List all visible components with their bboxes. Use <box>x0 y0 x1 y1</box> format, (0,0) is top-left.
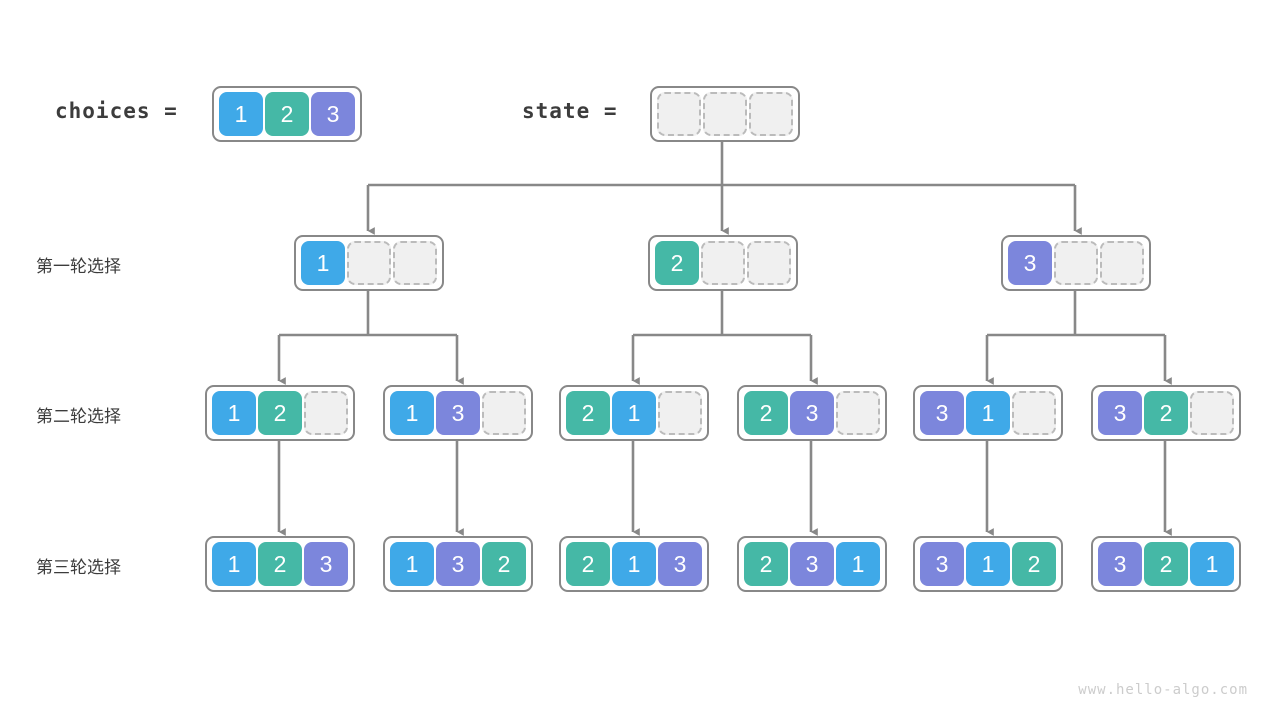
tree-node-round1-2-cell-empty <box>747 241 791 285</box>
row-label-round3: 第三轮选择 <box>36 558 121 577</box>
row-label-round1: 第一轮选择 <box>36 257 121 276</box>
tree-node-round3-5-cell-value-2: 2 <box>1012 542 1056 586</box>
tree-node-round1-1-cell-empty <box>393 241 437 285</box>
tree-node-round1-3: 3 <box>1001 235 1151 291</box>
choices-label: choices = <box>55 99 178 123</box>
tree-node-round3-6-cell-value-1: 1 <box>1190 542 1234 586</box>
tree-node-round2-5-cell-value-3: 3 <box>920 391 964 435</box>
tree-node-round3-6-cell-value-3: 3 <box>1098 542 1142 586</box>
tree-node-round1-3-cell-empty <box>1054 241 1098 285</box>
choices-cell-value-2: 2 <box>265 92 309 136</box>
tree-node-round3-2-cell-value-3: 3 <box>436 542 480 586</box>
state-cell-empty <box>749 92 793 136</box>
tree-node-round3-4-cell-value-2: 2 <box>744 542 788 586</box>
tree-node-round2-6-cell-value-2: 2 <box>1144 391 1188 435</box>
tree-node-round1-1-cell-empty <box>347 241 391 285</box>
watermark: www.hello-algo.com <box>1078 682 1248 698</box>
tree-node-round3-3-cell-value-1: 1 <box>612 542 656 586</box>
tree-node-round2-6-cell-empty <box>1190 391 1234 435</box>
state-label: state = <box>522 99 618 123</box>
tree-node-round2-3-cell-value-1: 1 <box>612 391 656 435</box>
tree-node-round1-3-cell-empty <box>1100 241 1144 285</box>
tree-node-round3-5-cell-value-1: 1 <box>966 542 1010 586</box>
tree-node-round3-1-cell-value-2: 2 <box>258 542 302 586</box>
tree-node-round2-3-cell-empty <box>658 391 702 435</box>
choices-cell-value-1: 1 <box>219 92 263 136</box>
tree-node-round2-5-cell-empty <box>1012 391 1056 435</box>
tree-node-round1-3-cell-value-3: 3 <box>1008 241 1052 285</box>
tree-node-round2-2-cell-value-3: 3 <box>436 391 480 435</box>
tree-node-round3-2-cell-value-2: 2 <box>482 542 526 586</box>
tree-node-round1-2-cell-empty <box>701 241 745 285</box>
tree-node-round2-2-cell-value-1: 1 <box>390 391 434 435</box>
tree-node-round3-6-cell-value-2: 2 <box>1144 542 1188 586</box>
tree-node-round2-4-cell-value-3: 3 <box>790 391 834 435</box>
row-label-round2: 第二轮选择 <box>36 407 121 426</box>
tree-node-round2-4-cell-empty <box>836 391 880 435</box>
tree-node-round3-2-cell-value-1: 1 <box>390 542 434 586</box>
tree-node-round3-4-cell-value-1: 1 <box>836 542 880 586</box>
tree-node-round3-1-cell-value-3: 3 <box>304 542 348 586</box>
tree-node-round3-3-cell-value-2: 2 <box>566 542 610 586</box>
tree-node-round1-1: 1 <box>294 235 444 291</box>
tree-node-round2-1-cell-value-1: 1 <box>212 391 256 435</box>
state-cell-empty <box>657 92 701 136</box>
tree-node-round3-4-cell-value-3: 3 <box>790 542 834 586</box>
tree-node-round1-1-cell-value-1: 1 <box>301 241 345 285</box>
tree-node-round2-1-cell-empty <box>304 391 348 435</box>
tree-node-round2-4-cell-value-2: 2 <box>744 391 788 435</box>
tree-node-round2-5-cell-value-1: 1 <box>966 391 1010 435</box>
tree-node-round3-3-cell-value-3: 3 <box>658 542 702 586</box>
tree-node-round1-2: 2 <box>648 235 798 291</box>
tree-node-round2-6-cell-value-3: 3 <box>1098 391 1142 435</box>
choices-cell-value-3: 3 <box>311 92 355 136</box>
tree-node-round3-1-cell-value-1: 1 <box>212 542 256 586</box>
tree-node-round2-2-cell-empty <box>482 391 526 435</box>
tree-node-round2-3-cell-value-2: 2 <box>566 391 610 435</box>
state-cell-empty <box>703 92 747 136</box>
tree-node-round2-1-cell-value-2: 2 <box>258 391 302 435</box>
state-array <box>650 86 800 142</box>
tree-node-round3-5-cell-value-3: 3 <box>920 542 964 586</box>
tree-node-round1-2-cell-value-2: 2 <box>655 241 699 285</box>
